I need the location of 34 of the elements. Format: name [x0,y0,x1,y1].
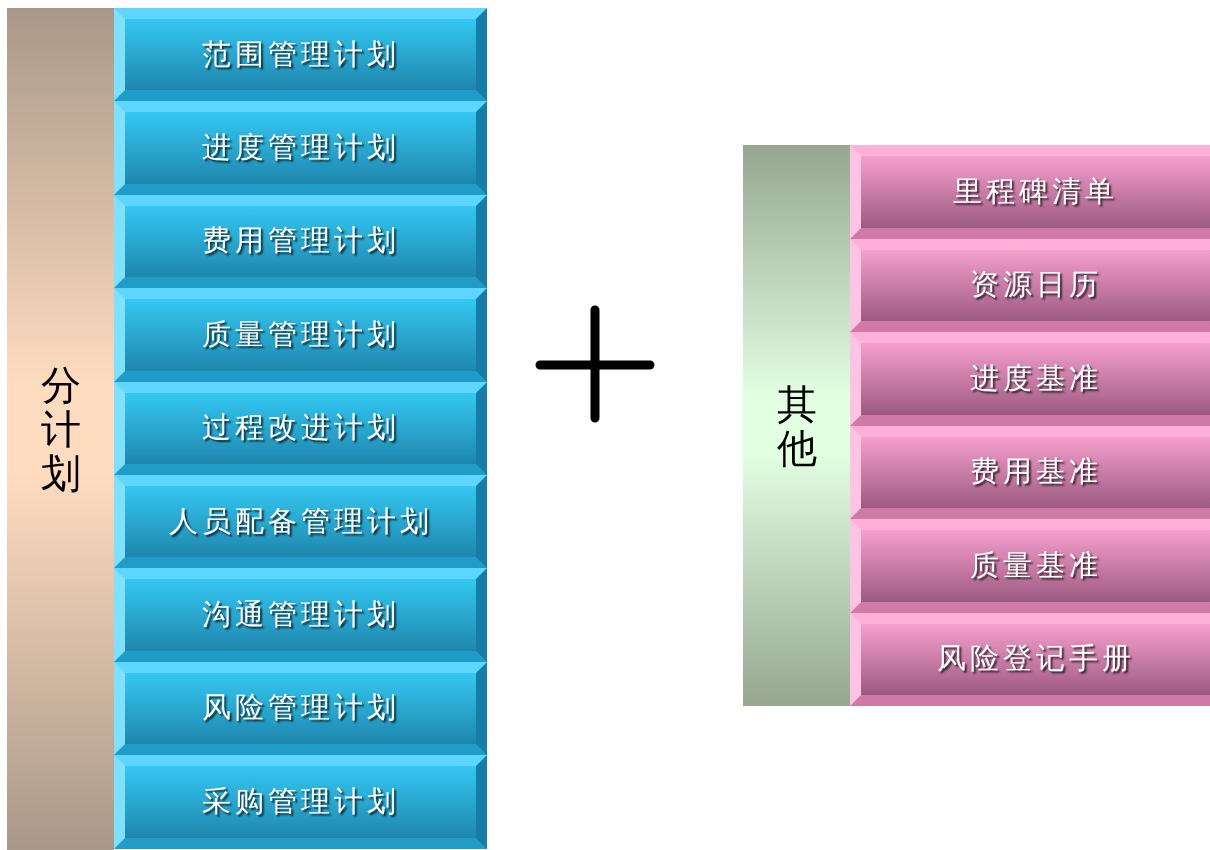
block-label: 其他 [776,381,817,470]
block-label: 风险管理计划 [201,689,400,727]
plan-block [850,425,1210,519]
plan-block [850,332,1210,426]
plan-block [114,568,487,662]
plan-block [114,194,487,289]
block-label: 范围管理计划 [201,35,400,73]
plan-block [114,288,487,382]
side-band [743,145,850,706]
block-label: 费用基准 [969,453,1102,491]
block-label: 进度基准 [969,359,1102,397]
block-label: 采购管理计划 [201,782,400,820]
block-label: 费用管理计划 [201,222,400,260]
block-label: 里程碑清单 [953,172,1118,210]
plan-block [850,238,1210,332]
plan-block [114,475,487,569]
block-label: 人员配备管理计划 [168,502,433,540]
block-label: 资源日历 [969,266,1102,304]
plan-block [850,612,1210,706]
block-label: 质量基准 [969,546,1102,584]
block-label: 分计划 [40,363,81,495]
block-label: 沟通管理计划 [201,596,400,634]
block-label: 风险登记手册 [936,640,1135,678]
plan-block [850,519,1210,613]
plan-block [114,381,487,475]
plan-block [114,101,487,195]
side-band [7,8,114,850]
plan-block [114,661,487,756]
plan-block [850,145,1210,239]
block-label: 进度管理计划 [201,129,400,167]
plan-block [114,755,487,849]
block-label: 过程改进计划 [201,409,400,447]
plan-block [114,8,487,102]
block-label: 质量管理计划 [201,315,400,353]
